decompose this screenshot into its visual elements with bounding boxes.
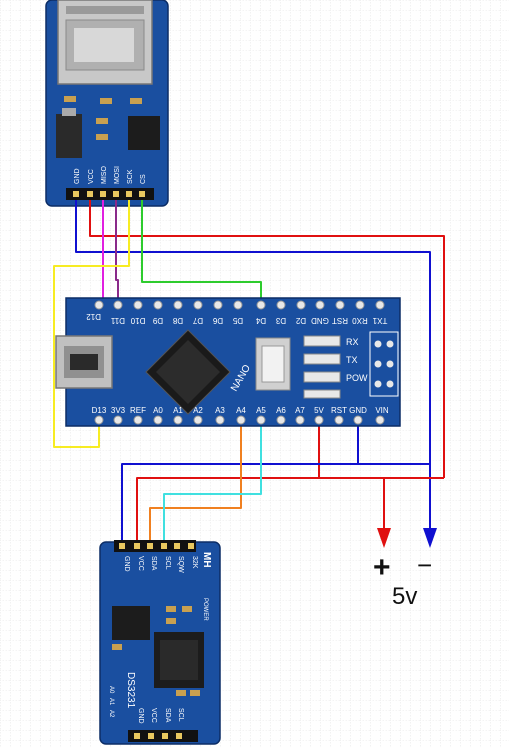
rtc-addr-label: A2 xyxy=(108,710,114,718)
sd-card-module: GND VCC MISO MOSI SCK CS xyxy=(45,0,169,207)
rtc-addr-label: A0 xyxy=(108,686,114,694)
voltage-regulator xyxy=(56,114,82,158)
sd-pin-label: CS xyxy=(140,174,147,184)
nano-top-pin-label: TX1 xyxy=(372,316,387,325)
rtc-bottom-pin-label: SCL xyxy=(177,708,184,722)
led-label-rx: RX xyxy=(346,337,359,347)
sd-pin-label: GND xyxy=(74,168,81,184)
nano-top-pin-label: D4 xyxy=(255,316,266,325)
led-label-pow: POW xyxy=(346,373,368,383)
microcontroller-chip xyxy=(145,329,231,415)
rtc-pin-label: SDA xyxy=(150,556,157,571)
nano-top-pin-label: GND xyxy=(311,316,329,325)
nano-bottom-pin-label: A5 xyxy=(256,406,266,415)
top-pin-holes xyxy=(94,300,385,310)
nano-bottom-pin-label: REF xyxy=(130,406,146,415)
nano-bottom-pin-label: 5V xyxy=(314,406,324,415)
nano-bottom-pin-label: A1 xyxy=(173,406,183,415)
power-supply-labels: + − 5v xyxy=(373,550,432,610)
arrow-plus-head xyxy=(377,528,391,548)
wire-rtc-vcc xyxy=(136,477,384,548)
rtc-bottom-pin-label: VCC xyxy=(150,708,157,723)
sd-pin-label: MISO xyxy=(101,166,108,184)
nano-top-pin-label: D8 xyxy=(172,316,183,325)
nano-bottom-pin-label: A6 xyxy=(276,406,286,415)
rtc-bottom-pin-label: GND xyxy=(137,708,144,724)
nano-bottom-pin-label: A7 xyxy=(295,406,305,415)
nano-bottom-pin-label: A4 xyxy=(236,406,246,415)
wire-sd-vcc xyxy=(89,200,445,478)
sd-pin-label: SCK xyxy=(127,169,134,184)
wire-scl xyxy=(163,424,262,548)
nano-bottom-pin-label: VIN xyxy=(375,406,389,415)
rtc-brand-label: MH xyxy=(201,552,212,568)
wire-sda xyxy=(149,424,242,548)
sd-pin-label: VCC xyxy=(88,169,95,184)
arrow-minus-head xyxy=(423,528,437,548)
level-shifter-chip xyxy=(128,116,160,150)
wire-sd-gnd xyxy=(75,200,431,530)
nano-top-pin-label: D6 xyxy=(212,316,223,325)
nano-top-pin-label: RST xyxy=(332,316,348,325)
nano-top-pin-label: D7 xyxy=(192,316,203,325)
plus-sign: + xyxy=(373,551,391,584)
nano-top-pin-label: D2 xyxy=(295,316,306,325)
rtc-pin-label: VCC xyxy=(137,556,144,571)
bottom-pin-holes xyxy=(94,415,385,425)
nano-top-pin-label: D12 xyxy=(86,312,101,321)
nano-bottom-pin-label: D13 xyxy=(92,406,107,415)
nano-bottom-pin-label: A3 xyxy=(215,406,225,415)
sd-pin-label: MOSI xyxy=(114,166,121,184)
rtc-pin-label: SCL xyxy=(164,556,171,570)
voltage-label: 5v xyxy=(392,583,417,610)
led-label-tx: TX xyxy=(346,355,358,365)
nano-top-pin-label: D3 xyxy=(275,316,286,325)
nano-bottom-pin-label: A0 xyxy=(153,406,163,415)
nano-bottom-pin-label: RST xyxy=(331,406,347,415)
nano-bottom-pin-label: GND xyxy=(349,406,367,415)
wire-cs xyxy=(141,200,262,298)
nano-bottom-pin-label: A2 xyxy=(193,406,203,415)
nano-top-pin-label: D9 xyxy=(152,316,163,325)
nano-top-pin-label: D11 xyxy=(110,316,125,325)
rtc-addr-label: A1 xyxy=(108,698,114,706)
rtc-pin-header xyxy=(114,540,196,552)
arduino-nano-board: RX TX POW NANO D12 D11 D10 D9 D8 xyxy=(55,297,401,427)
wire-rtc-gnd xyxy=(121,463,358,548)
nano-top-pin-label: RX0 xyxy=(352,316,368,325)
wires xyxy=(53,200,445,548)
wire-sck xyxy=(53,200,130,448)
rtc-pin-label: GND xyxy=(123,556,130,572)
rtc-pin-label: 32K xyxy=(191,556,198,569)
rtc-chip-label: DS3231 xyxy=(125,672,136,709)
rtc-power-label: POWER xyxy=(202,598,208,621)
minus-sign: − xyxy=(417,550,432,580)
status-leds xyxy=(303,335,341,399)
rtc-module: GND VCC SDA SCL SQW 32K MH POWER DS3231 … xyxy=(99,540,221,745)
nano-bottom-pin-label: 3V3 xyxy=(111,406,126,415)
eeprom-chip xyxy=(112,606,150,640)
rtc-bottom-pin-label: SDA xyxy=(164,708,171,723)
rtc-pin-label: SQW xyxy=(177,556,184,573)
icsp-header xyxy=(369,331,399,397)
nano-top-pin-label: D5 xyxy=(232,316,243,325)
nano-top-pin-label: D10 xyxy=(130,316,145,325)
wire-mosi xyxy=(115,200,119,298)
